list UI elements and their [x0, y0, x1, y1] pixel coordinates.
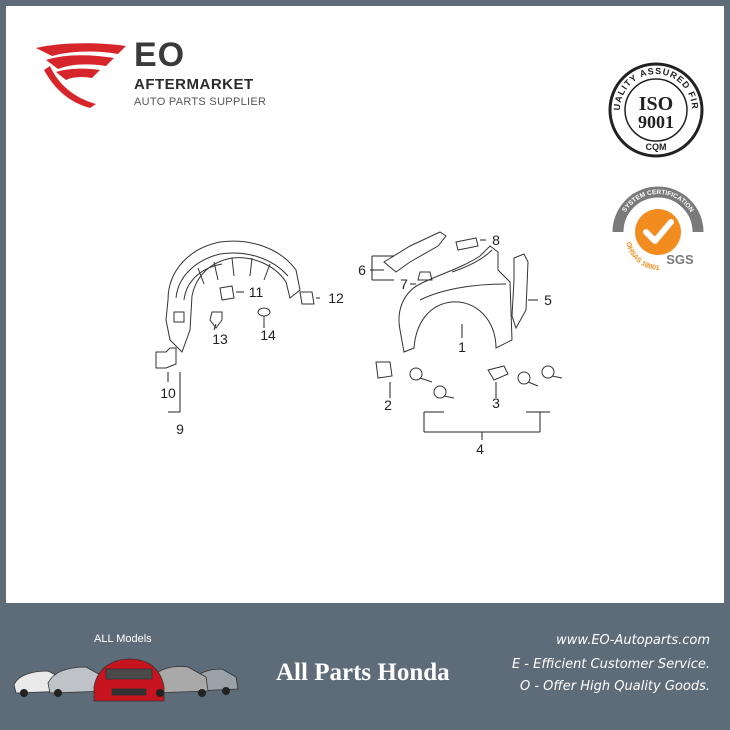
- callout-10: 10: [160, 385, 176, 401]
- bolts-4-drawing: [409, 365, 563, 399]
- bolt-7-drawing: [417, 271, 433, 281]
- footer-title: All Parts Honda: [276, 659, 450, 686]
- callout-11: 11: [249, 284, 264, 300]
- screw-14-drawing: [257, 307, 271, 317]
- leader-lines: [167, 239, 550, 440]
- fender-liner-drawing: [165, 240, 301, 353]
- tagline-quality: O - Offer High Quality Goods.: [519, 679, 710, 694]
- brand-logo: EO AFTERMARKET AUTO PARTS SUPPLIER: [30, 36, 270, 116]
- bracket-5-drawing: [511, 253, 529, 330]
- front-fender-drawing: [398, 245, 513, 353]
- callout-8: 8: [492, 232, 500, 248]
- callout-12: 12: [328, 290, 344, 306]
- callout-13: 13: [212, 331, 228, 347]
- iso-9001-badge: QUALITY ASSURED FIRM ISO 9001 CQM: [606, 60, 704, 158]
- clip-11-drawing: [219, 285, 235, 301]
- callout-9: 9: [176, 421, 184, 437]
- callout-4: 4: [476, 441, 484, 457]
- clip-10-drawing: [155, 347, 177, 369]
- clip-3-drawing: [487, 365, 509, 381]
- fender-parts-diagram: 1 2 3 4 5 6 7 8 9 10 11 12 13 14: [155, 231, 563, 457]
- callout-3: 3: [492, 395, 500, 411]
- footer-banner: ALL Models All Parts Honda www.EO-Autopa…: [0, 603, 730, 730]
- callout-7: 7: [400, 276, 408, 292]
- website-link[interactable]: www.EO-Autoparts.com: [556, 633, 710, 648]
- callout-2: 2: [384, 397, 392, 413]
- clip-12-drawing: [299, 291, 315, 305]
- clip-2-drawing: [375, 361, 393, 379]
- bracket-6-drawing: [383, 231, 447, 273]
- diagram-panel: [6, 6, 724, 603]
- eo-wing-logo-icon: [36, 43, 126, 108]
- honda-cars-lineup-icon: [13, 658, 239, 702]
- iso-number: 9001: [638, 112, 674, 132]
- seal-8-drawing: [455, 237, 479, 251]
- sgs-mark: SGS: [666, 252, 694, 267]
- checkmark-icon: [643, 219, 674, 244]
- sgs-ohsas-badge: SYSTEM CERTIFICATION OHSAS 18001 SGS: [612, 186, 704, 272]
- tagline-efficient: E - Efficient Customer Service.: [511, 657, 710, 672]
- brand-name: EO: [134, 36, 186, 74]
- all-models-label[interactable]: ALL Models: [94, 633, 152, 645]
- callout-6: 6: [358, 262, 366, 278]
- callout-1: 1: [458, 339, 466, 355]
- brand-tagline-supplier: AUTO PARTS SUPPLIER: [134, 96, 267, 108]
- callout-5: 5: [544, 292, 552, 308]
- brand-tagline-aftermarket: AFTERMARKET: [134, 76, 254, 93]
- iso-label: ISO: [639, 93, 673, 115]
- iso-cqm: CQM: [646, 142, 667, 152]
- callout-14: 14: [260, 327, 276, 343]
- screw-13-drawing: [209, 311, 223, 329]
